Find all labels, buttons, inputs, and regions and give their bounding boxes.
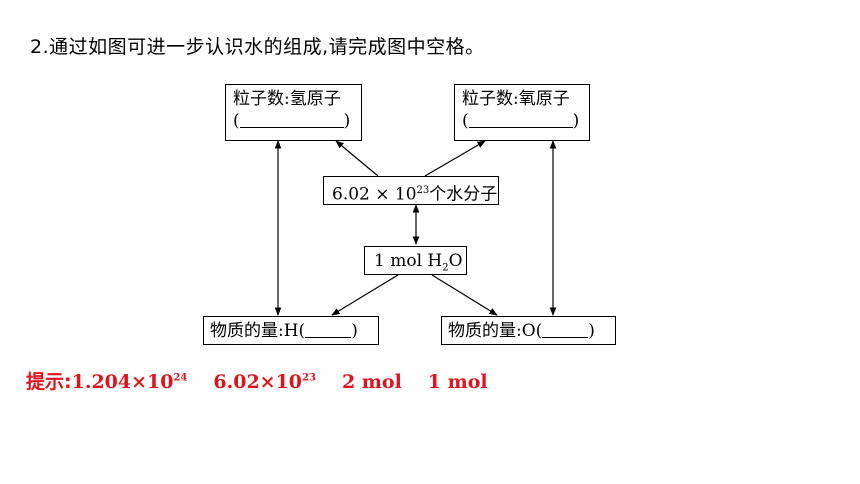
hint-label: 提示: <box>26 371 72 393</box>
answer-hint: 提示:1.204×1024 6.02×1023 2 mol 1 mol <box>26 367 488 394</box>
hydrogen-atoms-label: 粒子数:氢原子 <box>233 89 341 109</box>
question-text: 2.通过如图可进一步认识水的组成,请完成图中空格。 <box>30 36 485 58</box>
hint-answer-3: 2 mol <box>341 371 402 393</box>
hint-answer-4: 1 mol <box>427 371 488 393</box>
oxygen-atoms-label: 粒子数:氧原子 <box>462 89 570 109</box>
arrow-mole-to-o-amount <box>431 274 498 316</box>
mole-water-box: 1 mol H2O <box>364 246 467 275</box>
o-amount-box: 物质的量:O() <box>441 316 616 345</box>
arrow-molecules-to-oxygen <box>424 140 486 177</box>
arrow-molecules-to-hydrogen <box>335 140 379 177</box>
hint-answer-2: 6.02×1023 <box>213 371 316 393</box>
hydrogen-atoms-box: 粒子数:氢原子 () <box>225 84 362 141</box>
h-amount-box: 物质的量:H() <box>203 316 379 345</box>
oxygen-atoms-blank <box>468 111 573 128</box>
arrow-mole-to-h-amount <box>331 274 399 316</box>
o-amount-blank <box>542 321 589 338</box>
h-amount-blank <box>305 321 352 338</box>
water-molecules-box: 6.02 × 1023个水分子 <box>323 176 499 205</box>
hydrogen-atoms-blank <box>239 111 344 128</box>
hint-answer-1: 1.204×1024 <box>71 371 188 393</box>
oxygen-atoms-box: 粒子数:氧原子 () <box>454 84 590 141</box>
